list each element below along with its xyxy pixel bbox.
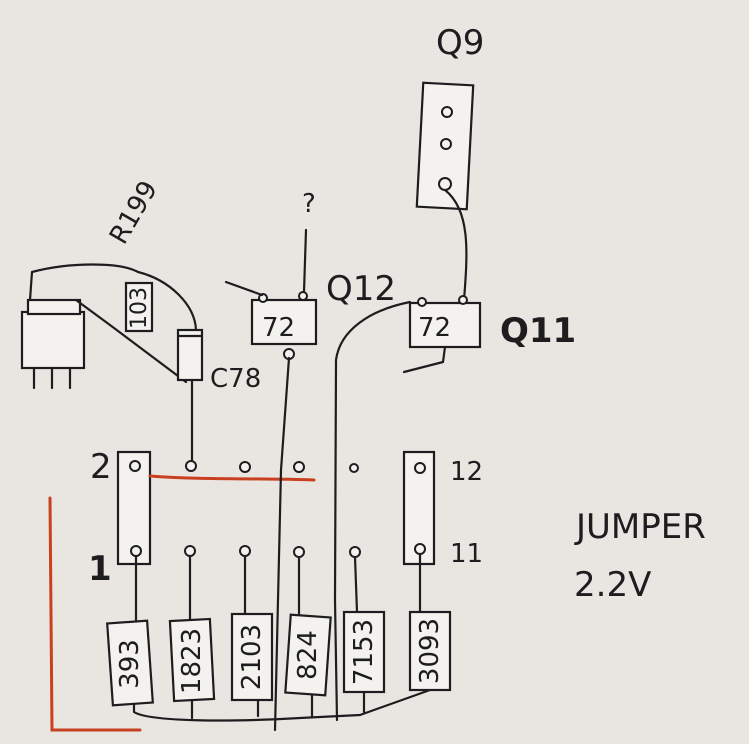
pin-1-label: 1 <box>88 549 112 589</box>
resistor-2103-marking: 2103 <box>237 624 267 690</box>
resistor-3093: 3093 <box>408 610 452 692</box>
resistor-2103: 2103 <box>230 612 274 702</box>
ic-package <box>20 298 86 390</box>
c78-capacitor: C78 <box>176 328 261 394</box>
bottom-bus-wire <box>132 688 432 722</box>
jumper-wire-top <box>148 474 316 482</box>
resistor-393-marking: 393 <box>115 639 145 689</box>
resistor-7153: 7153 <box>342 610 386 694</box>
c78-label: C78 <box>210 364 261 394</box>
pin-11-label: 11 <box>450 539 483 569</box>
resistor-824: 824 <box>284 613 332 697</box>
q12-transistor: 72 Q12 ? <box>250 189 396 360</box>
r199-resistor: 103 R199 <box>104 176 164 333</box>
q12-top-lead <box>302 228 308 294</box>
r199-marking: 103 <box>127 287 152 329</box>
q12-left-lead <box>224 280 264 297</box>
q11-marking: 72 <box>418 313 451 343</box>
resistor-1823: 1823 <box>168 617 216 703</box>
q12-drain-wire <box>273 356 291 732</box>
top-loop-wire <box>28 263 198 332</box>
diag-wire <box>74 298 188 384</box>
q11-transistor: 72 Q11 <box>408 295 576 351</box>
q12-label: Q12 <box>326 269 396 309</box>
q11-lead <box>402 345 447 374</box>
pin-2-label: 2 <box>90 447 112 487</box>
bottom-leads <box>190 688 366 720</box>
pin-header: 2 1 12 11 <box>88 447 483 589</box>
r199-label: R199 <box>104 176 164 250</box>
resistor-1823-marking: 1823 <box>177 628 207 694</box>
resistor-bank: 393 1823 2103 824 7153 3093 <box>106 610 452 707</box>
jumper-note-line2: 2.2V <box>574 565 651 605</box>
resistor-824-marking: 824 <box>293 630 323 680</box>
jumper-note-line1: JUMPER <box>574 507 706 547</box>
resistor-leads <box>134 552 422 624</box>
q9-label: Q9 <box>436 23 484 63</box>
q12-unknown-mark: ? <box>302 189 316 219</box>
resistor-3093-marking: 3093 <box>415 618 445 684</box>
pin-12-label: 12 <box>450 457 483 487</box>
q12-marking: 72 <box>262 313 295 343</box>
q9-wire <box>443 188 468 302</box>
resistor-393: 393 <box>106 619 154 707</box>
q11-label: Q11 <box>500 311 576 351</box>
jumper-wire-left <box>48 496 142 732</box>
resistor-7153-marking: 7153 <box>349 619 379 685</box>
q9-transistor: Q9 <box>415 23 484 211</box>
q11-wire <box>333 300 412 722</box>
